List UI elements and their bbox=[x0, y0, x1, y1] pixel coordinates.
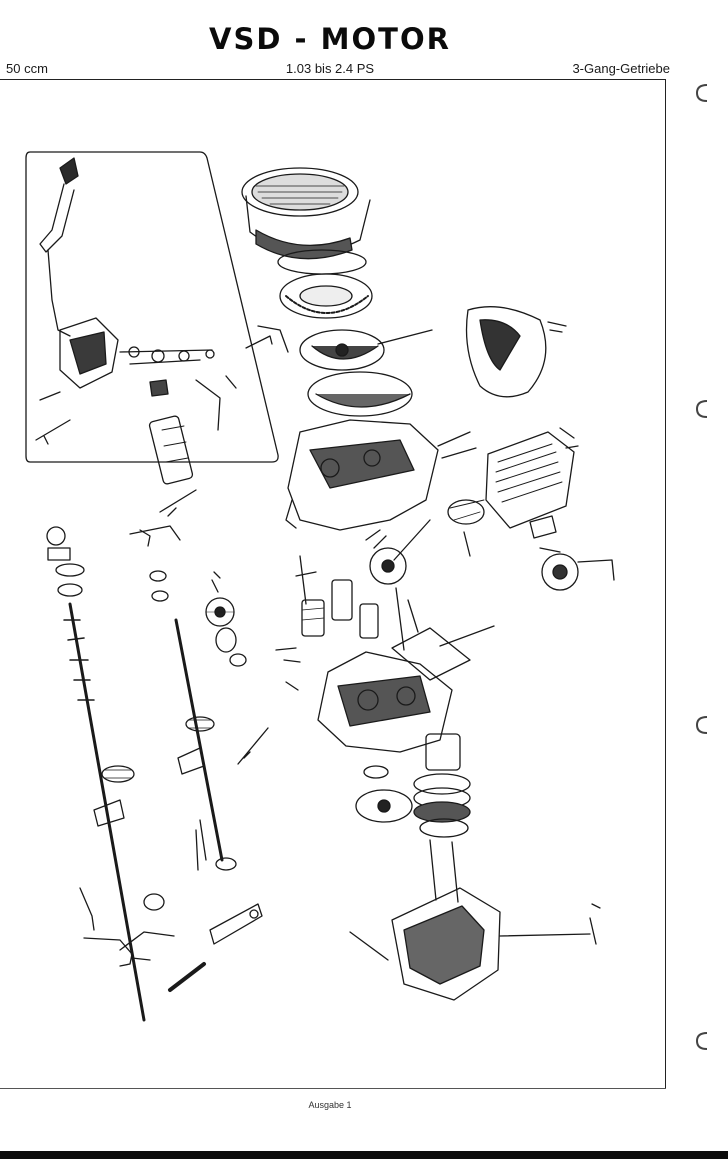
selector-shaft bbox=[129, 489, 263, 945]
cylinder-piston bbox=[365, 427, 579, 585]
binder-hole-icon bbox=[695, 84, 708, 102]
edition-footer: Ausgabe 1 bbox=[308, 1100, 352, 1110]
clutch-assembly bbox=[355, 733, 471, 903]
crankcase-upper bbox=[285, 419, 477, 531]
intermediate-gears bbox=[205, 571, 247, 667]
page-title: VSD - MOTOR bbox=[209, 22, 451, 56]
scan-edge-strip bbox=[0, 1151, 728, 1159]
gear-shaft-group bbox=[295, 555, 495, 681]
kickstart-shaft bbox=[46, 526, 206, 1022]
gearbox-label: 3-Gang-Getriebe bbox=[572, 61, 670, 76]
binder-hole-icon bbox=[695, 400, 708, 418]
carburetor-parts bbox=[529, 515, 615, 591]
kickstart-inset-panel bbox=[25, 151, 289, 463]
binder-hole-icon bbox=[695, 1032, 708, 1050]
displacement-label: 50 ccm bbox=[6, 61, 48, 76]
shift-lever bbox=[148, 415, 194, 485]
fan-cover-stack bbox=[241, 167, 373, 319]
frame-bottom-rule bbox=[0, 1088, 666, 1089]
power-range-label: 1.03 bis 2.4 PS bbox=[285, 61, 375, 76]
frame-top-rule bbox=[0, 79, 666, 80]
crankcase-lower bbox=[237, 647, 453, 765]
head-shroud bbox=[465, 306, 567, 398]
frame-right-rule bbox=[665, 79, 666, 1089]
binder-hole-icon bbox=[695, 716, 708, 734]
flywheel-magneto bbox=[299, 329, 433, 417]
side-cover bbox=[349, 887, 601, 1001]
